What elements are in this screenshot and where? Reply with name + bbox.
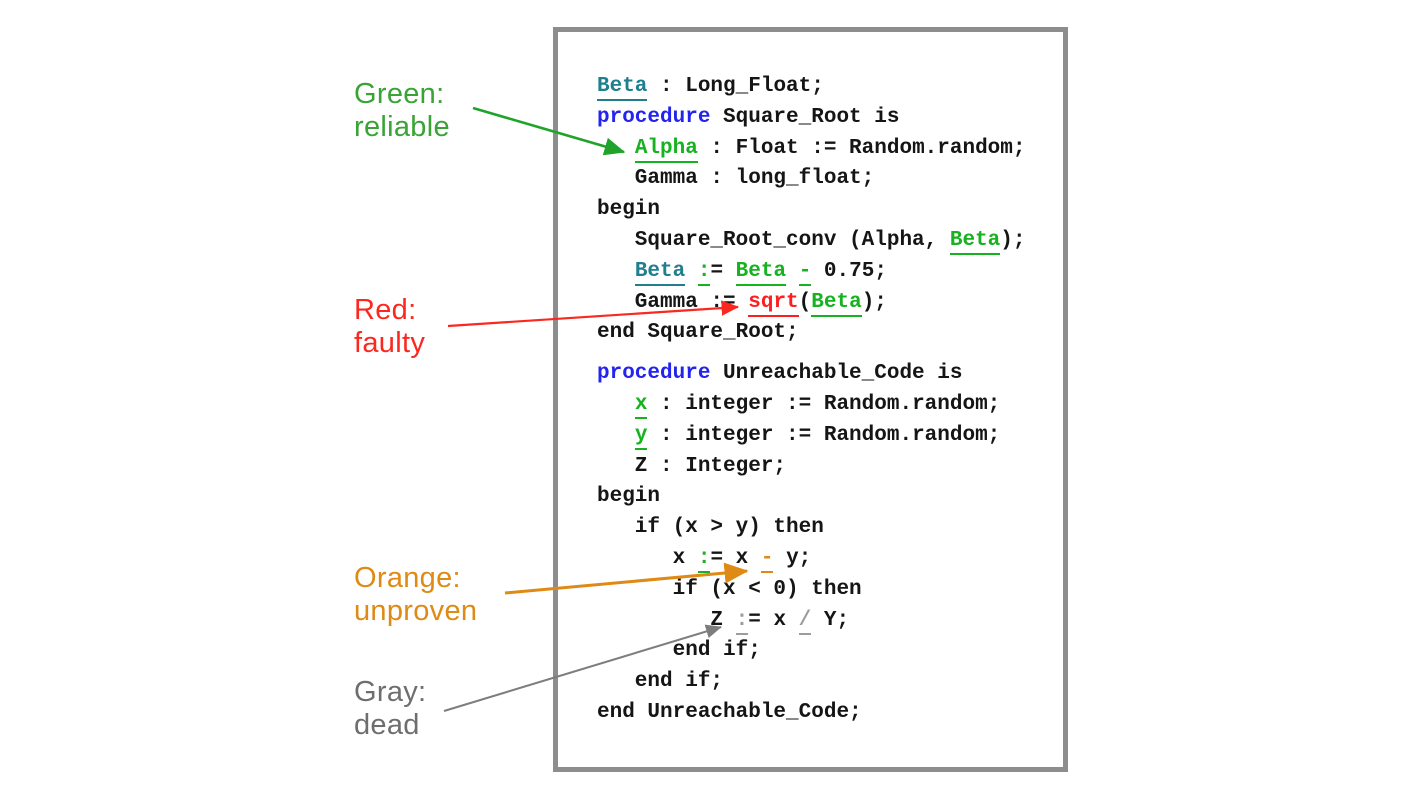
code-text: Gamma := bbox=[597, 290, 749, 314]
annotation-label-red-line1: Red: bbox=[354, 294, 417, 326]
code-token-g: Beta bbox=[735, 259, 787, 286]
code-token-g: Beta bbox=[811, 290, 862, 317]
annotation-label-red-line2: faulty bbox=[354, 327, 426, 359]
code-token-g: x bbox=[634, 392, 648, 419]
code-text: begin bbox=[597, 485, 661, 509]
code-text: = x bbox=[748, 608, 799, 632]
code-text bbox=[786, 260, 799, 283]
code-text: ( bbox=[798, 290, 812, 314]
code-text: Z bbox=[597, 608, 736, 632]
annotation-label-green-line1: Green: bbox=[354, 78, 445, 110]
code-text: : Long_Float; bbox=[647, 75, 824, 98]
code-line: end Square_Root; bbox=[597, 318, 1026, 349]
annotation-label-red: Red: faulty bbox=[354, 294, 425, 360]
code-token-g: : bbox=[697, 546, 711, 573]
code-line: Beta : Long_Float; bbox=[597, 72, 1026, 103]
code-line: begin bbox=[597, 482, 1026, 513]
code-text: end Square_Root; bbox=[597, 321, 799, 345]
code-panel: Beta : Long_Float;procedure Square_Root … bbox=[553, 27, 1068, 772]
code-text bbox=[597, 137, 635, 160]
code-text: y; bbox=[773, 546, 812, 570]
code-text: Unreachable_Code is bbox=[710, 362, 963, 386]
code-line: Gamma : long_float; bbox=[597, 164, 1026, 195]
code-token-r: sqrt bbox=[748, 290, 799, 317]
code-line: end if; bbox=[597, 667, 1026, 698]
annotation-label-gray-line1: Gray: bbox=[354, 676, 427, 708]
code-text: Gamma : long_float; bbox=[597, 167, 875, 191]
code-text: if (x < 0) then bbox=[597, 577, 862, 601]
code-token-g: Beta bbox=[949, 228, 1001, 255]
annotation-label-orange-line1: Orange: bbox=[354, 562, 461, 594]
code-line: x : integer := Random.random; bbox=[597, 390, 1026, 421]
code-token-g: - bbox=[798, 259, 812, 286]
code-text: Y; bbox=[811, 608, 850, 632]
code-text: = bbox=[710, 259, 736, 283]
code-line: Gamma := sqrt(Beta); bbox=[597, 288, 1026, 319]
code-line: if (x > y) then bbox=[597, 513, 1026, 544]
code-line: end if; bbox=[597, 636, 1026, 667]
code-line: Square_Root_conv (Alpha, Beta); bbox=[597, 226, 1026, 257]
code-line: y : integer := Random.random; bbox=[597, 421, 1026, 452]
code-block: Beta : Long_Float;procedure Square_Root … bbox=[597, 72, 1026, 729]
code-text bbox=[597, 393, 635, 416]
annotation-label-gray: Gray: dead bbox=[354, 676, 426, 742]
code-token-g: y bbox=[634, 423, 648, 450]
code-line: procedure Square_Root is bbox=[597, 103, 1026, 134]
code-line: Z : Integer; bbox=[597, 452, 1026, 483]
code-token-o: - bbox=[760, 546, 774, 573]
code-text: : integer := Random.random; bbox=[647, 392, 1001, 416]
code-text: = x bbox=[710, 546, 761, 570]
code-text: begin bbox=[597, 198, 661, 222]
code-text: ); bbox=[1000, 228, 1026, 252]
code-line: if (x < 0) then bbox=[597, 575, 1026, 606]
code-text: : integer := Random.random; bbox=[647, 423, 1001, 447]
code-token-g: Alpha bbox=[634, 136, 698, 163]
code-line: Beta := Beta - 0.75; bbox=[597, 257, 1026, 288]
annotation-label-green-line2: reliable bbox=[354, 111, 450, 143]
code-text: Square_Root_conv (Alpha, bbox=[597, 228, 950, 252]
code-token-teal: Beta bbox=[597, 75, 648, 101]
code-line: Alpha : Float := Random.random; bbox=[597, 134, 1026, 165]
code-line: procedure Unreachable_Code is bbox=[597, 359, 1026, 390]
code-text bbox=[685, 260, 698, 283]
annotation-label-orange: Orange: unproven bbox=[354, 562, 477, 628]
code-text: end Unreachable_Code; bbox=[597, 700, 862, 724]
code-token-gy: : bbox=[735, 608, 749, 635]
code-line: Z := x / Y; bbox=[597, 606, 1026, 637]
code-text: end if; bbox=[597, 639, 761, 663]
code-text: x bbox=[597, 546, 698, 570]
code-text: if (x > y) then bbox=[597, 516, 824, 540]
code-text: : Float := Random.random; bbox=[697, 136, 1026, 160]
code-token-kw: procedure bbox=[597, 105, 711, 129]
code-token-teal: Beta bbox=[634, 259, 686, 286]
annotation-label-orange-line2: unproven bbox=[354, 595, 478, 627]
code-text bbox=[597, 260, 635, 283]
code-line: begin bbox=[597, 195, 1026, 226]
code-text: 0.75; bbox=[811, 259, 887, 283]
code-line: end Unreachable_Code; bbox=[597, 698, 1026, 729]
annotation-label-green: Green: reliable bbox=[354, 78, 450, 144]
code-token-gy: / bbox=[798, 608, 812, 635]
code-token-g: : bbox=[697, 259, 711, 286]
code-line: x := x - y; bbox=[597, 544, 1026, 575]
code-text: Square_Root is bbox=[710, 105, 900, 129]
code-text: ); bbox=[861, 290, 887, 314]
code-text: Z : Integer; bbox=[597, 454, 787, 478]
code-token-kw: procedure bbox=[597, 362, 711, 386]
code-text: end if; bbox=[597, 670, 724, 694]
annotation-label-gray-line2: dead bbox=[354, 709, 420, 741]
code-text bbox=[597, 424, 635, 447]
